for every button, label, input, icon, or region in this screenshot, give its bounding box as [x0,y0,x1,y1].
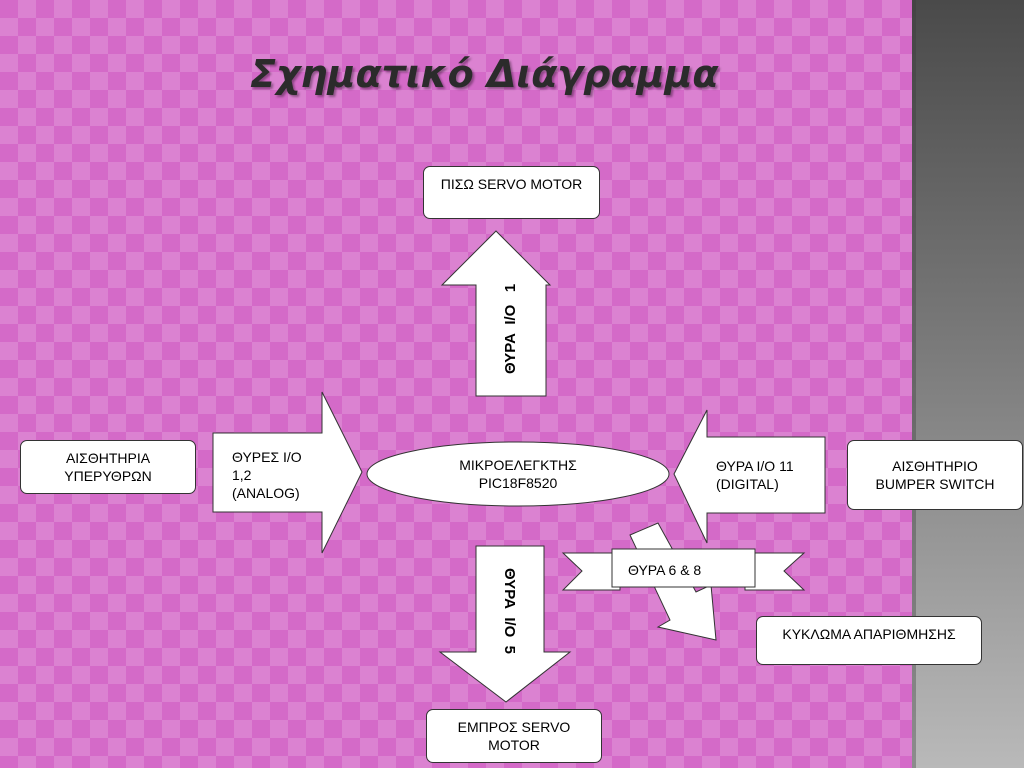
bumper-switch-line2: BUMPER SWITCH [875,476,995,492]
ribbon-banner-left [561,552,621,591]
ports-1-2-line3: (ANALOG) [232,485,300,501]
microcontroller-line2: PIC18F8520 [478,475,558,491]
slide-title: Σχηματικό Διάγραμμα [250,52,719,96]
down-arrow-port-5 [438,545,572,703]
left-arrow-port-11 [673,409,826,544]
front-servo-line1: ΕΜΠΡΟΣ SERVO [457,719,571,735]
right-arrow-ports-1-2 [212,391,363,554]
port-11-line1: ΘΥΡΑ I/O 11 [716,458,794,474]
bumper-switch-line1: ΑΙΣΘΗΤΗΡΙΟ [892,458,978,474]
port-5-label: ΘΥΡΑ I/O 5 [501,568,518,654]
rear-servo-box: ΠΙΣΩ SERVO MOTOR [423,166,600,219]
infrared-sensors-box: ΑΙΣΘΗΤΗΡΙΑ ΥΠΕΡΥΘΡΩΝ [20,440,196,494]
microcontroller-label: ΜΙΚΡΟΕΛΕΓΚΤΗΣ PIC18F8520 [418,456,618,492]
counting-circuit-box: ΚΥΚΛΩΜΑ ΑΠΑΡΙΘΜΗΣΗΣ [756,616,982,665]
bumper-switch-box: ΑΙΣΘΗΤΗΡΙΟ BUMPER SWITCH [847,440,1023,510]
infrared-sensors-line2: ΥΠΕΡΥΘΡΩΝ [64,468,152,484]
front-servo-line2: MOTOR [488,737,540,753]
diagram-shapes [212,230,826,703]
ports-1-2-label: ΘΥΡΕΣ I/O 1,2 (ANALOG) [232,448,302,502]
rear-servo-label: ΠΙΣΩ SERVO MOTOR [440,176,583,192]
up-arrow-port-1 [440,230,552,397]
ports-1-2-line2: 1,2 [232,467,252,483]
ribbon-banner-center [611,548,756,588]
microcontroller-ellipse [366,441,670,507]
microcontroller-line1: ΜΙΚΡΟΕΛΕΓΚΤΗΣ [459,457,577,473]
counting-circuit-label: ΚΥΚΛΩΜΑ ΑΠΑΡΙΘΜΗΣΗΣ [782,626,956,642]
port-1-label: ΘΥΡΑ I/O 1 [502,283,519,374]
front-servo-box: ΕΜΠΡΟΣ SERVO MOTOR [426,709,602,763]
ports-6-8-label: ΘΥΡΑ 6 & 8 [628,562,702,578]
ports-1-2-line1: ΘΥΡΕΣ I/O [232,449,302,465]
slide-background [0,0,912,768]
port-11-line2: (DIGITAL) [716,476,779,492]
infrared-sensors-line1: ΑΙΣΘΗΤΗΡΙΑ [65,450,151,466]
port-11-label: ΘΥΡΑ I/O 11 (DIGITAL) [716,457,794,493]
side-panel-edge [912,0,916,768]
